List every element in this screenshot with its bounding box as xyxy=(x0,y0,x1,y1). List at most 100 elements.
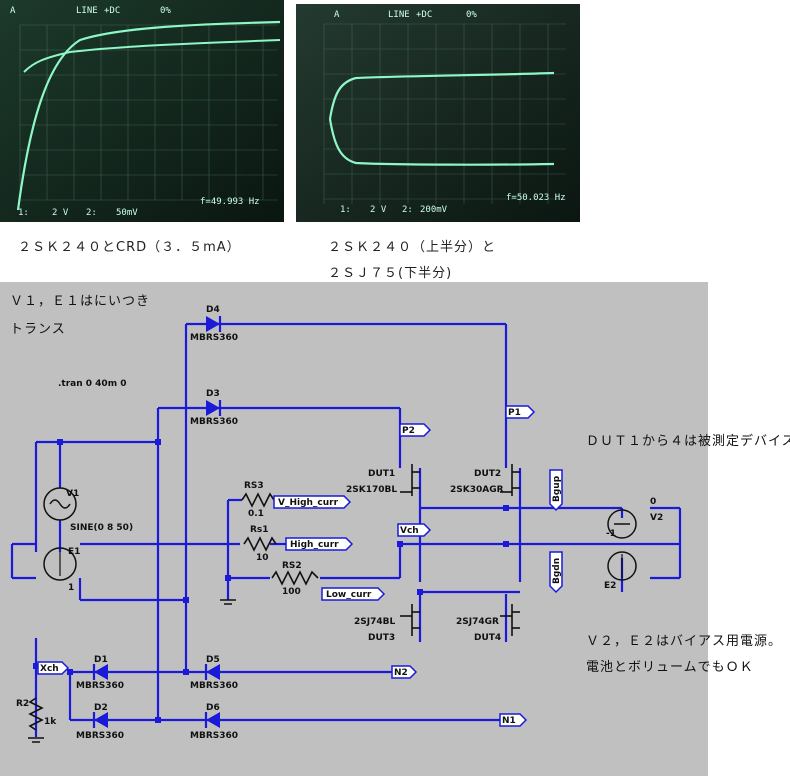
label-r2: R2 xyxy=(16,699,29,709)
scope2-label-a: A xyxy=(334,10,340,20)
label-d1-part: MBRS360 xyxy=(76,681,124,691)
oscilloscope-photo-complementary: A LINE +DC 0% 1: 2 V 2: 200mV f=50.023 H… xyxy=(296,4,580,222)
label-dut4: DUT4 xyxy=(474,633,501,643)
schematic-drawing: .tran 0 40m 0 D4 MBRS360 D3 MBRS360 D5 M… xyxy=(10,305,682,743)
label-r2-value: 1k xyxy=(44,717,57,727)
resistor-r2 xyxy=(28,697,44,731)
label-dut3: DUT3 xyxy=(368,633,395,643)
scope-trace-crd xyxy=(23,39,281,73)
label-dut2: DUT2 xyxy=(474,469,501,479)
diode-d5 xyxy=(204,664,220,680)
flag-p2: P2 xyxy=(402,426,415,436)
voltage-source-e2 xyxy=(607,551,637,581)
label-e1-value: 1 xyxy=(68,583,74,593)
label-d3: D3 xyxy=(206,389,220,399)
jfet-dut4 xyxy=(500,604,520,636)
scope1-ch2-scale: 50mV xyxy=(116,208,138,218)
scope2-ch2-label: 2: xyxy=(402,205,413,215)
voltage-source-v2 xyxy=(607,509,637,539)
label-rs3: RS3 xyxy=(244,481,264,491)
label-dut3-part: 2SJ74BL xyxy=(354,617,395,627)
scope-trace-2sk240-upper xyxy=(328,71,555,120)
caption-complementary-2: ２ＳＪ７５(下半分) xyxy=(328,266,453,281)
label-v2-value: 0 xyxy=(650,497,656,507)
label-d3-part: MBRS360 xyxy=(190,417,238,427)
label-v1-value: SINE(0 8 50) xyxy=(70,523,133,533)
note-v2-e2-line2: 電池とボリュームでもＯＫ xyxy=(586,660,754,675)
diode-d3 xyxy=(206,400,222,416)
scope2-frequency: f=50.023 Hz xyxy=(506,193,566,203)
flag-high-curr: High_curr xyxy=(290,540,339,550)
schematic-panel: .tran 0 40m 0 D4 MBRS360 D3 MBRS360 D5 M… xyxy=(0,282,790,776)
label-d2-part: MBRS360 xyxy=(76,731,124,741)
scope2-label-line: LINE xyxy=(388,10,410,20)
scope1-ch2-label: 2: xyxy=(86,208,97,218)
label-d5-part: MBRS360 xyxy=(190,681,238,691)
label-d6-part: MBRS360 xyxy=(190,731,238,741)
label-v2: V2 xyxy=(650,513,663,523)
diode-d6 xyxy=(204,712,220,728)
tran-directive: .tran 0 40m 0 xyxy=(58,379,126,389)
flag-n2: N2 xyxy=(394,668,408,678)
scope-screen-1: A LINE +DC 0% 1: 2 V 2: 50mV f=49.993 Hz xyxy=(0,0,284,222)
caption-complementary-1: ２ＳＫ２４０（上半分）と xyxy=(328,240,497,255)
label-rs3-value: 0.1 xyxy=(248,509,264,519)
label-d4-part: MBRS360 xyxy=(190,333,238,343)
scope1-label-dc: +DC xyxy=(104,6,120,16)
flag-low-curr: Low_curr xyxy=(326,590,372,600)
resistor-rs1 xyxy=(243,536,277,552)
scope-trace-2sk240 xyxy=(16,20,281,211)
oscilloscope-photo-crd: A LINE +DC 0% 1: 2 V 2: 50mV f=49.993 Hz xyxy=(0,0,284,222)
scope-graticule-2 xyxy=(323,23,566,204)
resistor-rs2 xyxy=(271,570,319,586)
scope1-label-a: A xyxy=(10,6,16,16)
flag-p1: P1 xyxy=(508,408,521,418)
label-d2: D2 xyxy=(94,703,108,713)
label-dut4-part: 2SJ74GR xyxy=(456,617,499,627)
note-v1-e1-line2: トランス xyxy=(10,322,66,337)
scope2-label-pct: 0% xyxy=(466,10,477,20)
label-rs1: Rs1 xyxy=(250,525,269,535)
diode-d2 xyxy=(92,712,108,728)
voltage-source-e1 xyxy=(43,547,77,581)
scope2-ch2-scale: 200mV xyxy=(420,205,448,215)
ground-symbol-1 xyxy=(220,599,236,605)
label-e1: E1 xyxy=(68,547,80,557)
flag-n1: N1 xyxy=(502,716,516,726)
diode-d4 xyxy=(206,316,222,332)
scope-graticule-1 xyxy=(19,24,278,201)
label-d5: D5 xyxy=(206,655,220,665)
note-v1-e1-line1: Ｖ１，Ｅ１はにいつき xyxy=(10,294,151,309)
scope2-ch1-label: 1: xyxy=(340,205,351,215)
jfet-dut2 xyxy=(500,464,520,496)
diode-d1 xyxy=(92,664,108,680)
scope-trace-2sj75-lower xyxy=(328,118,555,166)
scope1-frequency: f=49.993 Hz xyxy=(200,197,260,207)
scope1-label-line: LINE xyxy=(76,6,98,16)
scope2-ch1-scale: 2 V xyxy=(370,205,387,215)
label-v1: V1 xyxy=(66,489,79,499)
label-dut1-part: 2SK170BL xyxy=(346,485,397,495)
label-rs2-value: 100 xyxy=(282,587,301,597)
ground-symbol-2 xyxy=(28,737,44,743)
jfet-dut3 xyxy=(400,604,420,636)
caption-crd: ２ＳＫ２４０とCRD（３．５mA） xyxy=(18,240,241,255)
label-rs1-value: 10 xyxy=(256,553,269,563)
label-d4: D4 xyxy=(206,305,220,315)
label-v2-negative: -1 xyxy=(606,529,616,539)
flag-bgup: Bgup xyxy=(552,475,562,502)
label-dut1: DUT1 xyxy=(368,469,395,479)
flag-xch: Xch xyxy=(40,664,59,674)
flag-vch: Vch xyxy=(400,526,419,536)
jfet-dut1 xyxy=(400,464,420,496)
scope1-ch1-label: 1: xyxy=(18,208,29,218)
label-d6: D6 xyxy=(206,703,220,713)
label-rs2: RS2 xyxy=(282,561,302,571)
scope1-ch1-scale: 2 V xyxy=(52,208,69,218)
voltage-source-v1 xyxy=(43,487,77,521)
flag-v-high-curr: V_High_curr xyxy=(278,498,339,508)
label-dut2-part: 2SK30AGR xyxy=(450,485,504,495)
flag-bgdn: Bgdn xyxy=(552,558,562,584)
note-dut: ＤＵＴ１から４は被測定デバイス xyxy=(586,434,790,449)
junction-dots xyxy=(33,439,509,723)
